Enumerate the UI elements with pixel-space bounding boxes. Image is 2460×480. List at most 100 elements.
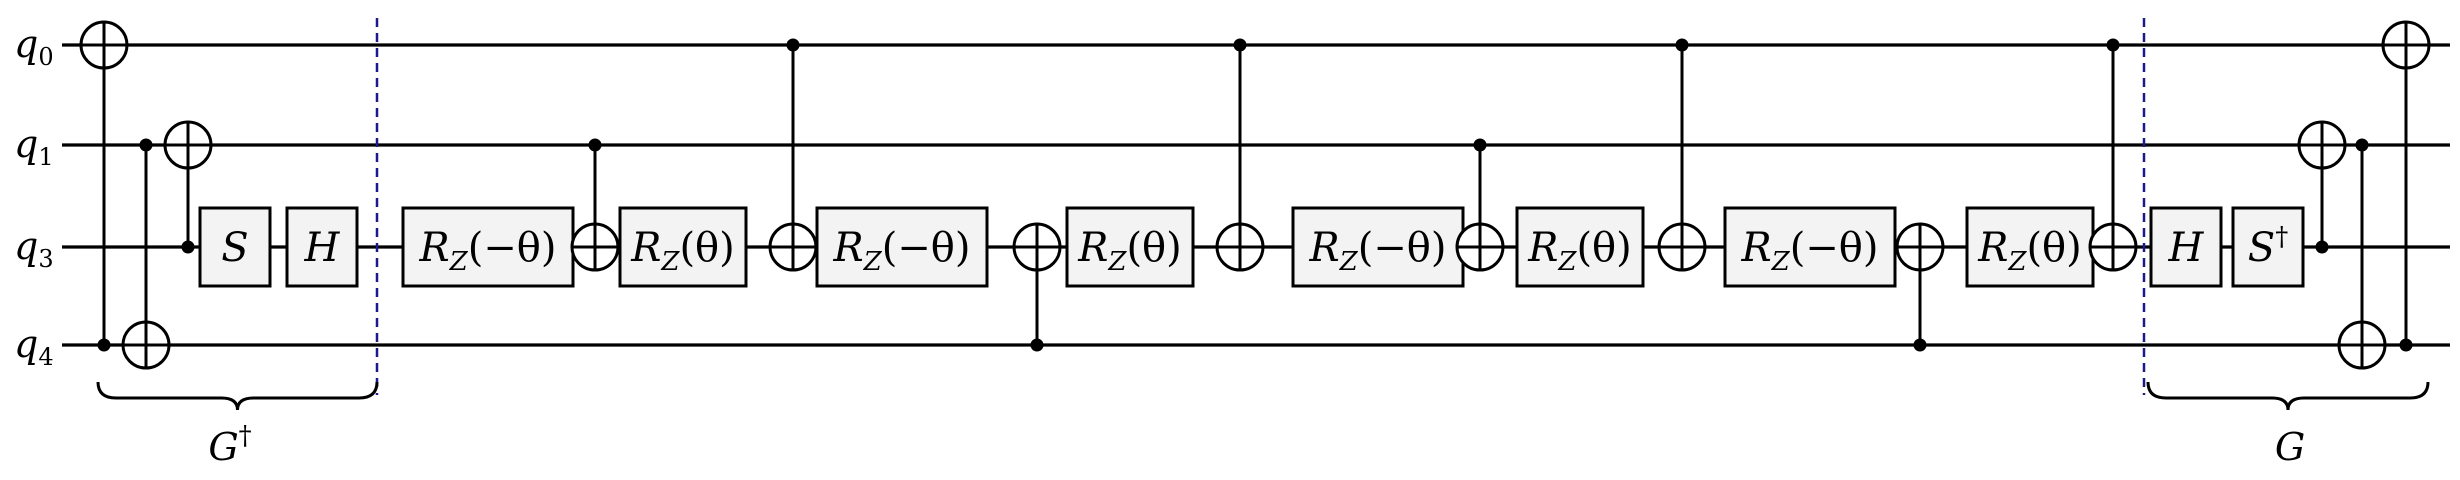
group-label: G† xyxy=(208,421,251,469)
control-dot xyxy=(97,338,111,352)
qubit-label-base: q xyxy=(14,122,38,166)
qubit-label-q0: q0 xyxy=(14,22,54,71)
group-label: G xyxy=(2275,425,2305,469)
control-dot xyxy=(1473,138,1487,152)
control-dot xyxy=(2355,138,2369,152)
gate-label-base: R xyxy=(832,225,863,271)
qubit-label-subscript: 4 xyxy=(38,343,53,371)
cnot-gate xyxy=(2337,138,2387,370)
qubit-label-q3: q3 xyxy=(14,224,54,273)
gate-label: H xyxy=(2168,225,2205,271)
gate-label-base: S xyxy=(2248,225,2275,271)
control-dot xyxy=(1030,338,1044,352)
gate-label-argument: (−θ) xyxy=(468,225,557,271)
gate-rect xyxy=(1723,206,1897,288)
control-dot xyxy=(2315,240,2329,254)
qubit-label-base: q xyxy=(14,322,38,366)
gate-rect xyxy=(815,206,989,288)
cnot-gate xyxy=(121,138,171,370)
group-label-superscript: † xyxy=(239,421,252,451)
qubit-label-base: q xyxy=(14,22,38,66)
control-dot xyxy=(786,38,800,52)
gate-box: RZ(θ) xyxy=(618,206,748,288)
gate-label-superscript: † xyxy=(2275,222,2288,252)
gate-box: H xyxy=(2149,206,2223,288)
gate-box: RZ(θ) xyxy=(1515,206,1645,288)
gate-label: RZ(θ) xyxy=(1077,225,1182,277)
gate-label-subscript: Z xyxy=(1339,247,1359,277)
gate-label: RZ(θ) xyxy=(1977,225,2082,277)
gate-label-subscript: Z xyxy=(2007,247,2027,277)
cnot-gate xyxy=(163,120,213,254)
gate-rect xyxy=(2149,206,2223,288)
gate-label: RZ(θ) xyxy=(630,225,735,277)
cnot-gate xyxy=(2297,120,2347,254)
gate-label-subscript: Z xyxy=(1771,247,1791,277)
gate-label-base: R xyxy=(1740,225,1771,271)
cnot-gate xyxy=(1657,38,1707,272)
gate-label-base: R xyxy=(1527,225,1558,271)
group-brace xyxy=(96,381,379,411)
gate-label-base: H xyxy=(304,225,341,271)
gate-rect xyxy=(1515,206,1645,288)
gate-label-argument: (−θ) xyxy=(1358,225,1447,271)
control-dot xyxy=(2106,38,2120,52)
gate-label-base: R xyxy=(1077,225,1108,271)
control-dot xyxy=(1913,338,1927,352)
gate-label-argument: (θ) xyxy=(1576,225,1631,271)
gate-label-subscript: Z xyxy=(1557,247,1577,277)
qubit-label-q4: q4 xyxy=(14,322,54,371)
cnot-gate xyxy=(2381,20,2431,352)
gate-label-subscript: Z xyxy=(660,247,680,277)
control-dot xyxy=(2399,338,2413,352)
qubit-label-subscript: 1 xyxy=(38,143,53,171)
cnot-gate xyxy=(1215,38,1265,272)
cnot-gate xyxy=(1012,222,1062,352)
qubit-label-base: q xyxy=(14,224,38,268)
gate-label-base: R xyxy=(418,225,449,271)
cnot-gate xyxy=(79,20,129,352)
gate-box: RZ(−θ) xyxy=(1723,206,1897,288)
gate-label: S xyxy=(221,225,248,271)
gate-box: RZ(−θ) xyxy=(815,206,989,288)
qubit-label-subscript: 0 xyxy=(38,43,53,71)
gate-label-argument: (θ) xyxy=(679,225,734,271)
gate-rect xyxy=(198,206,272,288)
gate-rect xyxy=(1291,206,1465,288)
gate-rect xyxy=(401,206,575,288)
gate-label-argument: (−θ) xyxy=(882,225,971,271)
gate-rect xyxy=(285,206,359,288)
qubit-label-q1: q1 xyxy=(14,122,54,171)
cnot-gate xyxy=(768,38,818,272)
gate-rect xyxy=(1065,206,1195,288)
gate-box: S xyxy=(198,206,272,288)
group-label-base: G xyxy=(2275,425,2305,469)
cnot-gate xyxy=(1895,222,1945,352)
cnot-gate xyxy=(570,138,620,272)
gate-box: RZ(−θ) xyxy=(1291,206,1465,288)
gate-label: RZ(−θ) xyxy=(1740,225,1878,277)
cnot-gate xyxy=(2088,38,2138,272)
gate-label-subscript: Z xyxy=(449,247,469,277)
gate-box: RZ(θ) xyxy=(1065,206,1195,288)
gate-box: S† xyxy=(2231,206,2305,288)
control-dot xyxy=(1675,38,1689,52)
cnot-gate xyxy=(1455,138,1505,272)
gate-label-subscript: Z xyxy=(863,247,883,277)
control-dot xyxy=(181,240,195,254)
gate-label-base: R xyxy=(1977,225,2008,271)
gate-box: RZ(−θ) xyxy=(401,206,575,288)
gate-box: H xyxy=(285,206,359,288)
gate-label: RZ(−θ) xyxy=(1308,225,1446,277)
qubit-label-subscript: 3 xyxy=(38,245,53,273)
control-dot xyxy=(139,138,153,152)
gate-rect xyxy=(618,206,748,288)
gate-label: RZ(−θ) xyxy=(418,225,556,277)
control-dot xyxy=(588,138,602,152)
group-label-base: G xyxy=(208,425,238,469)
gate-rect xyxy=(1965,206,2095,288)
control-dot xyxy=(1233,38,1247,52)
gate-rect xyxy=(2231,206,2305,288)
